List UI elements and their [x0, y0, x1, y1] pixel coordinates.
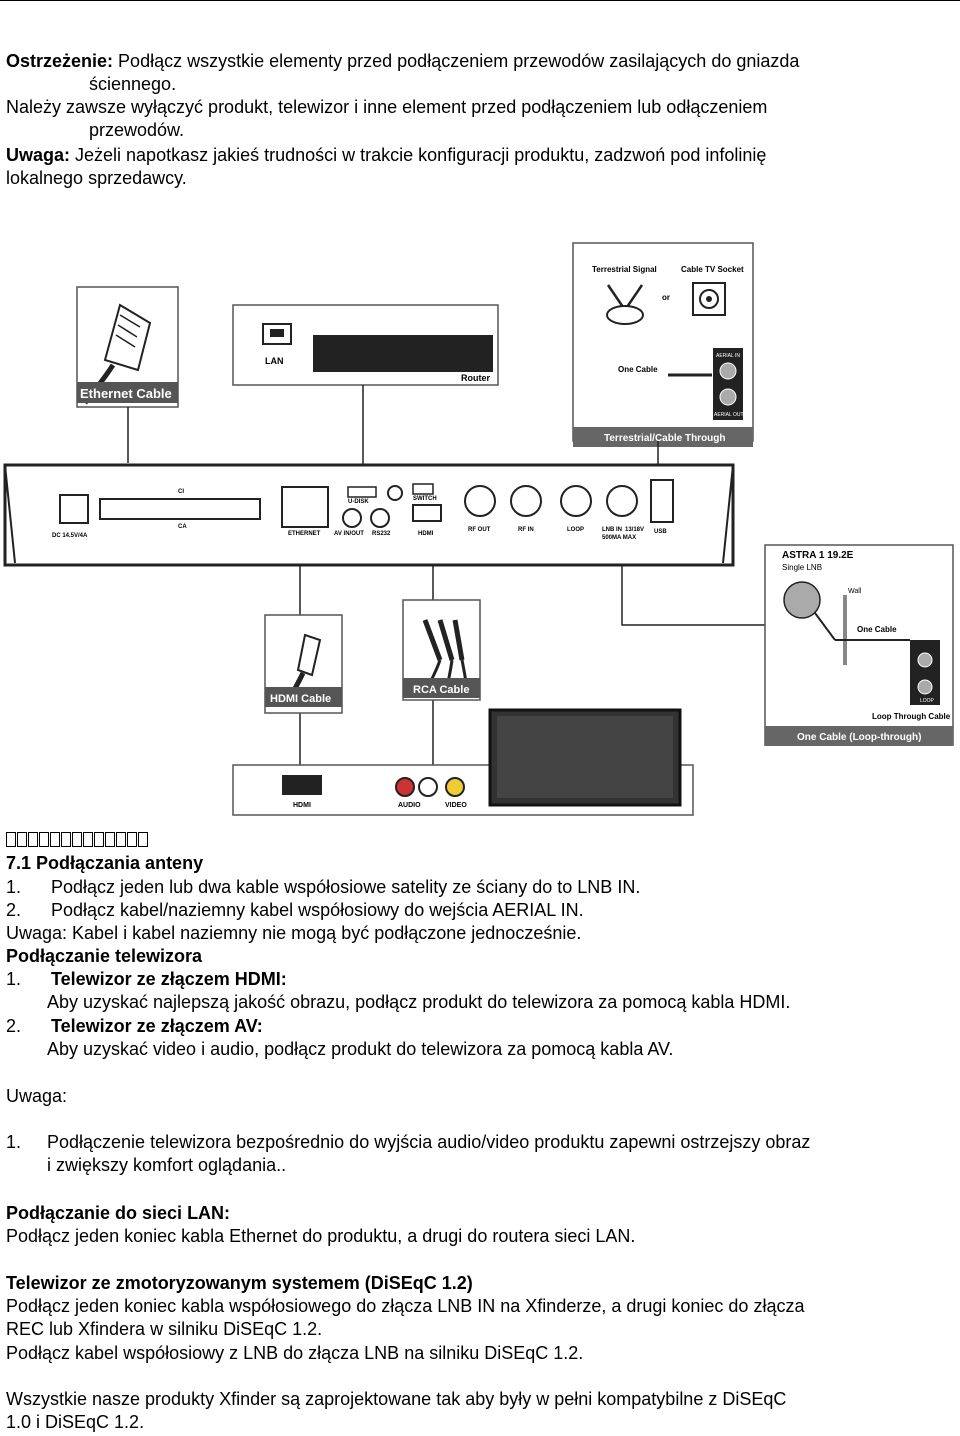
terrestrial-signal-label: Terrestrial Signal [592, 265, 657, 274]
udisk-label: U-DISK [348, 499, 369, 505]
astra-label: ASTRA 1 19.2E [782, 550, 854, 561]
ethernet-port [281, 486, 329, 528]
terrestrial-box: Terrestrial Signal Cable TV Socket or On… [572, 242, 754, 447]
diseqc1-text: Podłącz jeden koniec kabla współosiowego… [6, 1296, 805, 1316]
aerial-in-label: AERIAL IN [716, 353, 740, 359]
cable-tv-socket-label: Cable TV Socket [681, 265, 744, 274]
always-text: Należy zawsze wyłączyć produkt, telewizo… [6, 97, 768, 117]
usb-label: USB [654, 529, 667, 535]
tv-video-label: VIDEO [445, 802, 467, 809]
warning-label: Ostrzeżenie: [6, 51, 114, 71]
tv-hdmi-label: HDMI [293, 802, 311, 809]
rca-cable-box: RCA Cable [402, 599, 481, 701]
uwaga2-label: Uwaga: [6, 1086, 68, 1106]
aerial-out-label: AERIAL OUT [714, 412, 744, 418]
lnb-spec-label: 13/18V [625, 527, 644, 533]
udisk-port [347, 486, 377, 498]
hdmi-cable-label: HDMI Cable [270, 693, 331, 705]
note1-text: Podłączenie telewizora bezpośrednio do w… [47, 1132, 811, 1152]
uwaga-line: Uwaga: Kabel i kabel naziemny nie mogą b… [6, 923, 582, 943]
tv1-title: Telewizor ze złączem HDMI: [51, 969, 287, 989]
tv-unit: HDMI AUDIO VIDEO [232, 708, 694, 816]
loop-label: LOOP [920, 698, 935, 704]
warning-line: Ostrzeżenie: Podłącz wszystkie elementy … [6, 50, 799, 73]
ci-label: CI [178, 489, 184, 495]
tv2-num: 2. [6, 1016, 22, 1036]
lnb-in-label: LNB IN [602, 527, 622, 533]
item1-text: Podłącz jeden lub dwa kable współosiowe … [51, 877, 641, 897]
note1-num: 1. [6, 1132, 22, 1152]
rs232-label: RS232 [372, 531, 391, 537]
single-lnb-label: Single LNB [782, 563, 822, 572]
wall-label: Wall [848, 588, 862, 595]
hdmi-port-label: HDMI [418, 531, 434, 537]
loop-port-label: LOOP [567, 527, 584, 533]
note-text: Jeżeli napotkasz jakieś trudności w trak… [70, 145, 767, 165]
switch [412, 483, 434, 495]
diseqc2-text: Podłącz kabel współosiowy z LNB do złącz… [6, 1343, 584, 1363]
note-label: Uwaga: [6, 145, 71, 165]
rf-in-label: RF IN [518, 527, 534, 533]
loop-through-cable-label: Loop Through Cable [872, 712, 951, 721]
ethernet-port-label: ETHERNET [288, 531, 321, 537]
lan-heading: Podłączanie do sieci LAN: [6, 1203, 231, 1223]
compat-text-cont: 1.0 i DiSEqC 1.2. [6, 1412, 145, 1432]
power-port [59, 494, 89, 524]
item2-num: 2. [6, 900, 22, 920]
warning-text-cont: ściennego. [89, 74, 177, 94]
warning-text: Podłącz wszystkie elementy przed podłącz… [113, 51, 800, 71]
satellite-box: ASTRA 1 19.2E Single LNB Wall One Cable … [764, 544, 954, 746]
ethernet-cable-label: Ethernet Cable [80, 386, 172, 401]
satellite-dish-icon [783, 581, 821, 619]
usb-port [650, 479, 674, 523]
item1-num: 1. [6, 877, 22, 897]
diseqc1-text-cont: REC lub Xfindera w silniku DiSEqC 1.2. [6, 1319, 323, 1339]
note1-text-cont: i zwiększy komfort oglądania.. [47, 1155, 287, 1175]
one-cable-right-label: One Cable [857, 625, 897, 634]
compat-text: Wszystkie nasze produkty Xfinder są zapr… [6, 1389, 787, 1409]
tv1-text: Aby uzyskać najlepszą jakość obrazu, pod… [47, 992, 791, 1012]
item2-text: Podłącz kabel/naziemny kabel współosiowy… [51, 900, 584, 920]
tv-audio-label: AUDIO [398, 802, 421, 809]
lnb-ma-label: 500MA MAX [602, 535, 636, 541]
receiver-panel: DC 14.5V/4A CI CA ETHERNET U-DISK SWITCH… [3, 463, 735, 567]
lan-label: LAN [265, 356, 284, 366]
rca-cable-label: RCA Cable [413, 684, 469, 696]
always-text-cont: przewodów. [89, 120, 185, 140]
diseqc-heading: Telewizor ze zmotoryzowanym systemem (Di… [6, 1273, 473, 1293]
top-rule [0, 0, 960, 1]
switch-label: SWITCH [413, 496, 437, 502]
hdmi-cable-box: HDMI Cable [264, 614, 343, 714]
router-box: LAN Router [232, 304, 499, 386]
hdmi-port [412, 504, 442, 522]
ethernet-cable-box: Ethernet Cable [76, 286, 179, 408]
tv1-num: 1. [6, 969, 22, 989]
router-label: Router [461, 373, 490, 383]
lan-text: Podłącz jeden koniec kabla Ethernet do p… [6, 1226, 636, 1246]
rf-out-label: RF OUT [468, 527, 491, 533]
ca-label: CA [178, 524, 187, 530]
tv2-text: Aby uzyskać video i audio, podłącz produ… [47, 1039, 674, 1059]
terrestrial-through-label: Terrestrial/Cable Through [604, 433, 726, 444]
one-cable-loop-label: One Cable (Loop-through) [797, 732, 921, 743]
av-label: AV IN/OUT [334, 531, 364, 537]
one-cable-label: One Cable [618, 365, 658, 374]
connection-diagram: Ethernet Cable LAN Router Terrestrial Si… [3, 242, 954, 816]
power-label: DC 14.5V/4A [52, 533, 88, 539]
note-line: Uwaga: Jeżeli napotkasz jakieś trudności… [6, 144, 766, 167]
section-heading: 7.1 Podłączania anteny [6, 853, 204, 873]
missing-glyph-boxes [6, 832, 149, 847]
tv-heading: Podłączanie telewizora [6, 946, 203, 966]
note-text-cont: lokalnego sprzedawcy. [6, 168, 187, 188]
tv2-title: Telewizor ze złączem AV: [51, 1016, 263, 1036]
tv-hdmi-port [282, 775, 322, 795]
or-label: or [662, 293, 670, 302]
